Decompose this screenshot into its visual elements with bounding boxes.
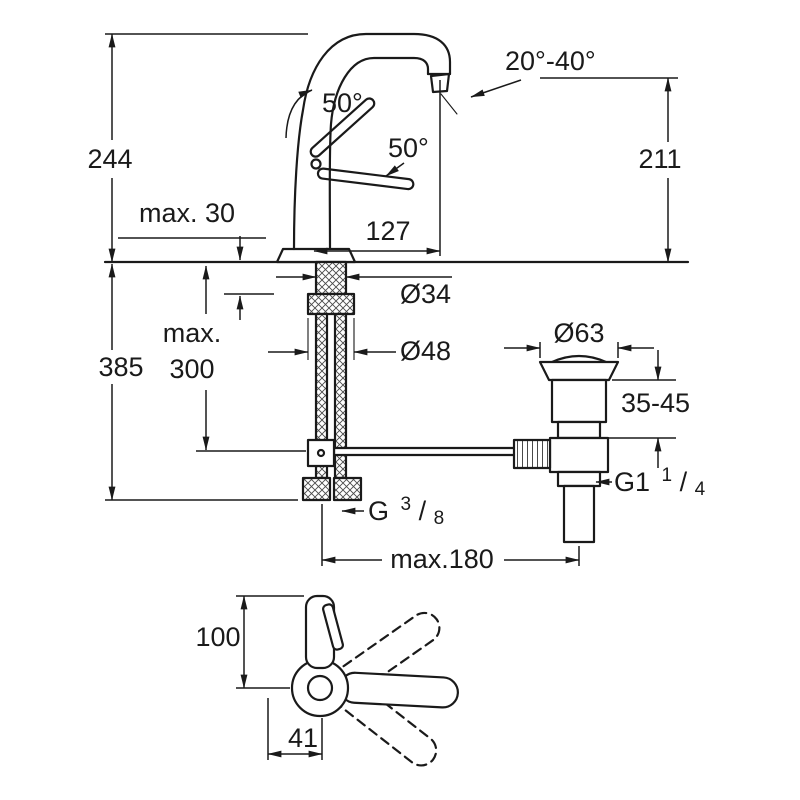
waste-dome <box>550 354 608 364</box>
dimension-lines <box>105 33 678 760</box>
waste-nut <box>556 470 602 488</box>
dim-label-deck-thickness: max. 30 <box>139 198 235 228</box>
knurled-adjuster <box>512 438 552 470</box>
top-view-handle-blade <box>322 603 344 651</box>
dim-label-waste-clamp-range: 35-45 <box>621 388 690 418</box>
dim-label-outlet-height: 211 <box>638 144 681 174</box>
dim-label-waste-thread: G1 1 / 4 <box>614 457 706 500</box>
handle-lever-upper <box>309 97 376 158</box>
handle-pivot <box>310 158 322 170</box>
waste-body-step <box>556 420 602 440</box>
dim-label-spray-angle: 20°-40° <box>505 46 596 76</box>
dim-label-waste-flange-diameter: Ø63 <box>553 318 604 348</box>
hose-nut-left <box>301 476 332 502</box>
waste-assembly <box>512 354 620 544</box>
top-view-body-inner <box>306 674 334 702</box>
dim-label-distance-max: max.180 <box>390 544 494 574</box>
jet-direction-line <box>440 93 458 115</box>
clamp-screw <box>316 448 326 458</box>
faucet-top-view <box>290 594 459 767</box>
dimension-labels: 244 max. 30 127 50° 50° 20°-40° 211 Ø34 … <box>87 46 705 753</box>
dim-label-spout-height: 244 <box>87 144 132 174</box>
waste-body-upper <box>550 378 608 424</box>
waste-tailpiece <box>562 484 596 544</box>
rod-clamp <box>306 438 336 468</box>
mounting-shank <box>314 260 348 296</box>
dim-label-top-view-depth: 100 <box>195 622 240 652</box>
handle-lever-lower <box>316 167 415 191</box>
waste-flange <box>538 360 620 382</box>
waste-valve-body <box>548 436 610 474</box>
dim-label-top-view-offset: 41 <box>288 723 318 753</box>
handle-position-center <box>338 671 459 709</box>
dim-label-shank-diameter: Ø34 <box>400 279 451 309</box>
faucet-below-deck <box>301 260 524 502</box>
dim-label-handle-swing-upper: 50° <box>322 88 363 118</box>
hose-nut-right <box>332 476 363 502</box>
dim-label-below-deck-total: 385 <box>98 352 143 382</box>
spout-outline-outer <box>292 32 452 251</box>
dim-label-handle-swing-lower: 50° <box>388 133 429 163</box>
dim-label-supply-thread: G 3 / 8 <box>368 486 444 529</box>
dim-label-hose-depth-2: 300 <box>169 354 214 384</box>
mounting-nut <box>306 292 356 316</box>
dim-label-hose-depth-1: max. <box>163 318 222 348</box>
dim-label-spout-reach: 127 <box>365 216 410 246</box>
pop-up-rod <box>332 446 524 457</box>
dim-label-hole-diameter: Ø48 <box>400 336 451 366</box>
spout-outline-inner <box>328 56 430 251</box>
